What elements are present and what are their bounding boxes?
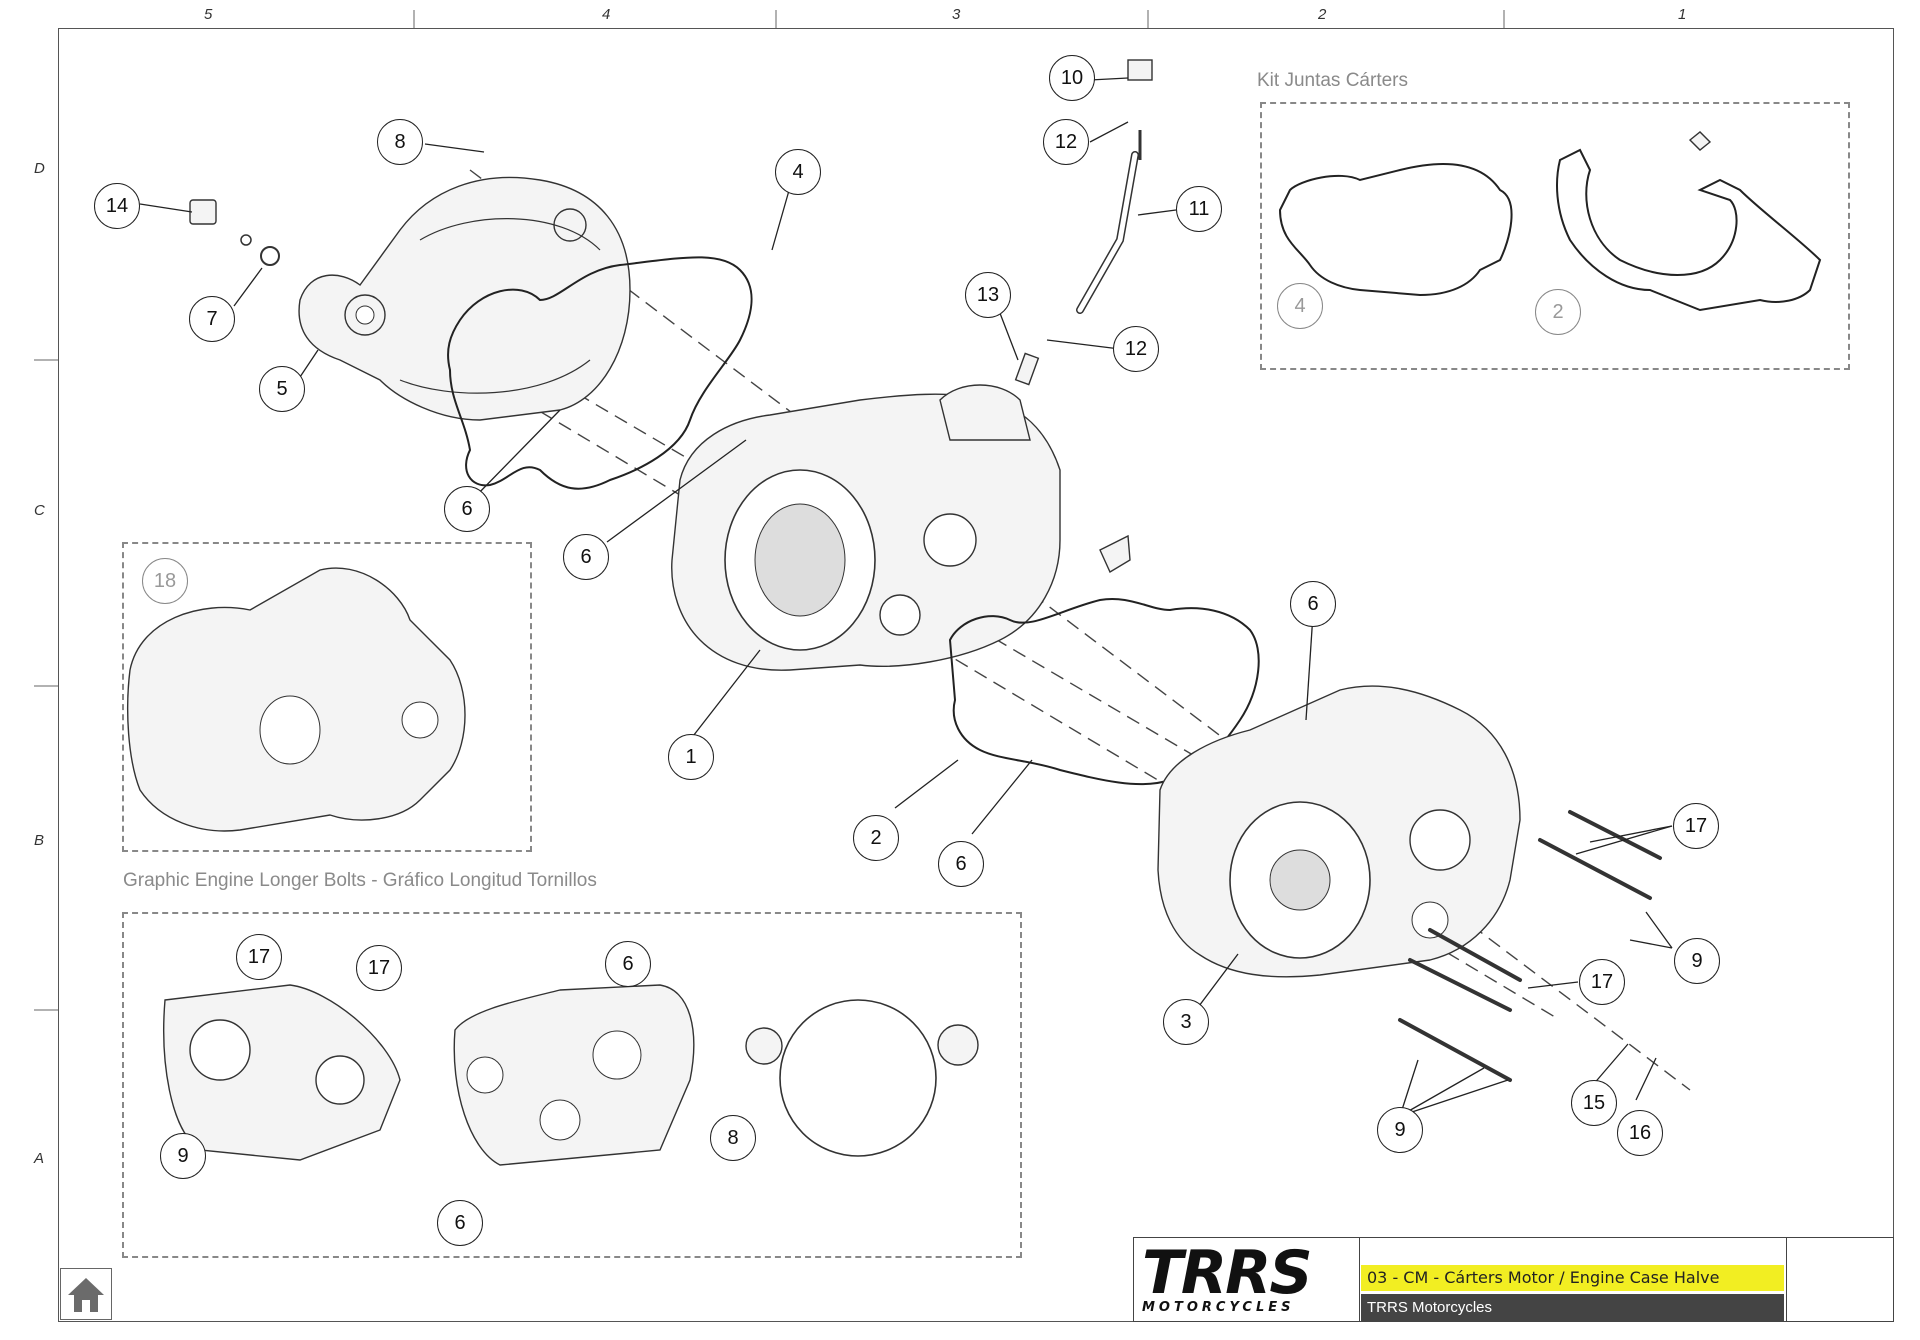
complete-engine-part: [127, 567, 466, 832]
kit-gasket-box: [1260, 102, 1850, 370]
callout-part-7[interactable]: 7: [189, 296, 235, 342]
callout-part-6[interactable]: 6: [938, 841, 984, 887]
row-letter: C: [34, 502, 45, 519]
row-letter: D: [34, 160, 45, 177]
clutch-cover-gasket: [447, 256, 753, 490]
callout-part-5[interactable]: 5: [259, 366, 305, 412]
drawing-frame: [58, 28, 1894, 1322]
crankcase-gasket: [948, 598, 1260, 786]
callout-part-15[interactable]: 15: [1571, 1080, 1617, 1126]
callout-part-18[interactable]: 18: [142, 558, 188, 604]
callout-part-6[interactable]: 6: [1290, 581, 1336, 627]
bolt-length-view-3: [745, 999, 979, 1157]
callout-part-4[interactable]: 4: [775, 149, 821, 195]
column-number: 2: [1318, 6, 1327, 23]
right-crankcase-part: [1157, 685, 1521, 978]
callout-part-3[interactable]: 3: [1163, 999, 1209, 1045]
callout-part-6[interactable]: 6: [563, 534, 609, 580]
kit-juntas-label: Kit Juntas Cárters: [1257, 70, 1408, 91]
bolts-graphic-box: [122, 912, 1022, 1258]
column-number: 4: [602, 6, 611, 23]
clutch-cover-part: [298, 176, 631, 421]
column-number: 3: [952, 6, 961, 23]
callout-part-6[interactable]: 6: [437, 1200, 483, 1246]
complete-engine-box: [122, 542, 532, 852]
callout-part-2[interactable]: 2: [853, 815, 899, 861]
brand-logo-text: TRRS: [1142, 1238, 1313, 1308]
kit-gasket-4: [1278, 163, 1513, 297]
row-letter: A: [34, 1150, 45, 1167]
callout-part-9[interactable]: 9: [1674, 938, 1720, 984]
callout-part-10[interactable]: 10: [1049, 55, 1095, 101]
callout-part-14[interactable]: 14: [94, 183, 140, 229]
row-letter: B: [34, 832, 45, 849]
title-block: TRRS MOTORCYCLES 03 - CM - Cárters Motor…: [1133, 1237, 1894, 1322]
callout-part-6[interactable]: 6: [605, 941, 651, 987]
column-number: 1: [1678, 6, 1687, 23]
long-bolts: [1398, 810, 1662, 1082]
callout-part-8[interactable]: 8: [710, 1115, 756, 1161]
home-button[interactable]: [60, 1268, 112, 1320]
callout-part-16[interactable]: 16: [1617, 1110, 1663, 1156]
callout-part-6[interactable]: 6: [444, 486, 490, 532]
drawing-title: 03 - CM - Cárters Motor / Engine Case Ha…: [1361, 1265, 1784, 1291]
callout-part-13[interactable]: 13: [965, 272, 1011, 318]
bolt-length-view-2: [453, 984, 695, 1166]
callout-part-17[interactable]: 17: [1673, 803, 1719, 849]
callout-part-9[interactable]: 9: [1377, 1107, 1423, 1153]
callout-part-17[interactable]: 17: [356, 945, 402, 991]
bracket-part: [1099, 534, 1131, 574]
callout-part-9[interactable]: 9: [160, 1133, 206, 1179]
home-icon: [68, 1278, 104, 1312]
drawing-subtitle: TRRS Motorcycles: [1361, 1294, 1784, 1321]
callout-part-17[interactable]: 17: [236, 934, 282, 980]
callout-part-11[interactable]: 11: [1176, 186, 1222, 232]
badge-cell: [1786, 1238, 1894, 1321]
trrs-logo: TRRS MOTORCYCLES: [1134, 1238, 1360, 1321]
callout-part-17[interactable]: 17: [1579, 959, 1625, 1005]
callout-part-8[interactable]: 8: [377, 119, 423, 165]
callout-kit-4[interactable]: 4: [1277, 283, 1323, 329]
brand-logo-subtext: MOTORCYCLES: [1142, 1300, 1295, 1315]
left-crankcase-part: [671, 384, 1061, 671]
column-number: 5: [204, 6, 213, 23]
callout-part-12[interactable]: 12: [1113, 326, 1159, 372]
bolts-graphic-label: Graphic Engine Longer Bolts - Gráfico Lo…: [123, 870, 597, 891]
callout-part-1[interactable]: 1: [668, 734, 714, 780]
kit-gasket-2: [1556, 148, 1822, 312]
bolt-length-view-1: [163, 984, 401, 1161]
callout-kit-2[interactable]: 2: [1535, 289, 1581, 335]
callout-part-12[interactable]: 12: [1043, 119, 1089, 165]
